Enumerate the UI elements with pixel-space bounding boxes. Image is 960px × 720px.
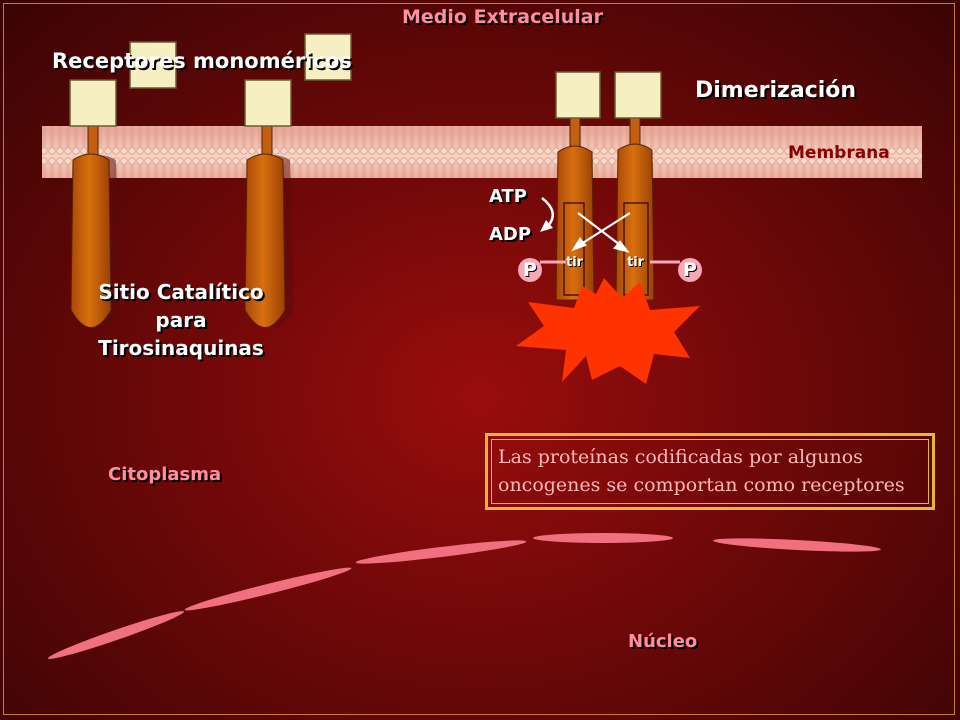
cytoplasm-label: Citoplasma bbox=[108, 464, 222, 485]
note-box-inner-border bbox=[491, 439, 929, 504]
atp-to-adp-arrow bbox=[541, 197, 555, 227]
atp-adp-arrowhead bbox=[540, 220, 553, 232]
receptor-monomer-1 bbox=[69, 79, 120, 328]
membrane-label: Membrana bbox=[788, 143, 890, 163]
nuclear-envelope bbox=[47, 533, 881, 659]
dimerization-label: Dimerización bbox=[695, 78, 857, 103]
receptor-monomer-2 bbox=[244, 79, 294, 328]
adp-label: ADP bbox=[489, 224, 532, 245]
tyrosine-label-left: tir bbox=[566, 255, 584, 270]
cross-phosphorylation-arrows bbox=[571, 212, 631, 253]
monomeric-receptors-label: Receptores monoméricos bbox=[52, 49, 352, 73]
atp-label: ATP bbox=[489, 186, 528, 207]
ligand-free-2 bbox=[304, 33, 352, 81]
catalytic-site-label: Sitio Catalítico para Tirosinaquinas bbox=[98, 280, 264, 360]
phosphate-right: P bbox=[678, 258, 702, 282]
nucleus-label: Núcleo bbox=[628, 631, 698, 652]
note-text: Las proteínas codificadas por algunos on… bbox=[498, 446, 905, 496]
tyrosine-label-right: tir bbox=[627, 255, 645, 270]
phosphate-left: P bbox=[518, 258, 542, 282]
note-box: Las proteínas codificadas por algunos on… bbox=[485, 433, 935, 510]
cell-membrane bbox=[42, 126, 922, 178]
extracellular-medium-label: Medio Extracelular bbox=[402, 6, 603, 28]
ligand-free-1 bbox=[129, 41, 177, 89]
receptor-dimer-right bbox=[614, 71, 662, 301]
activation-burst bbox=[516, 278, 700, 384]
